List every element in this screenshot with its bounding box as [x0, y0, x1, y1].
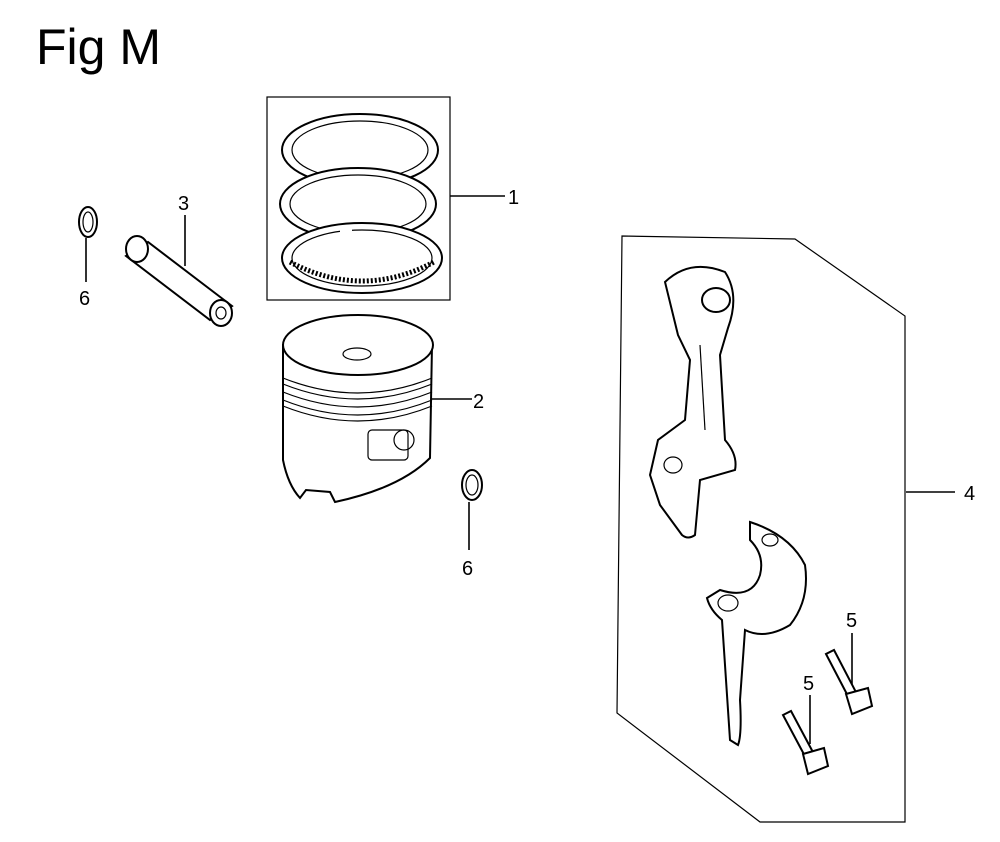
rod-bolt-icon[interactable] — [781, 695, 830, 776]
callout-5a: 5 — [846, 610, 857, 632]
callout-6a: 6 — [79, 288, 90, 310]
callout-3: 3 — [178, 193, 189, 215]
callout-1: 1 — [508, 187, 519, 209]
connecting-rod-assembly-icon[interactable] — [616, 235, 955, 823]
figure-title: Fig M — [36, 19, 161, 75]
callout-4: 4 — [964, 483, 975, 505]
callout-5b: 5 — [803, 673, 814, 695]
rod-assembly-frame — [616, 235, 906, 823]
pin-clip-icon[interactable] — [461, 469, 483, 550]
rod-bolt-icon[interactable] — [824, 633, 874, 716]
piston-ring-set-icon[interactable] — [266, 96, 505, 301]
piston-icon[interactable] — [282, 314, 472, 504]
piston-pin-icon[interactable] — [124, 215, 234, 327]
ring-set-frame — [266, 96, 451, 301]
callout-2: 2 — [473, 391, 484, 413]
callout-6b: 6 — [462, 558, 473, 580]
pin-clip-icon[interactable] — [78, 206, 98, 282]
